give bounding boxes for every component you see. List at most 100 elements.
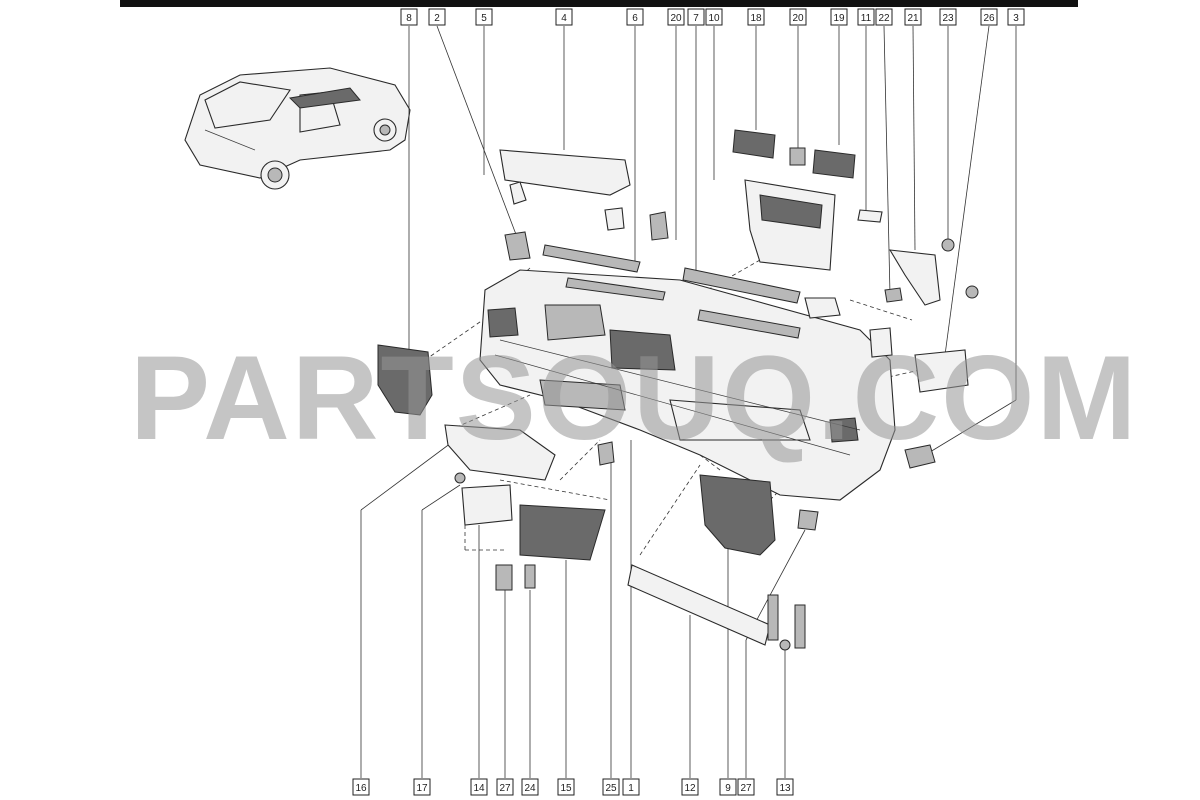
car-thumbnail: [184, 67, 411, 190]
callout-box: [857, 8, 875, 26]
callout-box: [875, 8, 893, 26]
callout-number: 27: [740, 783, 752, 794]
vent-grille-left: [732, 129, 776, 159]
callout-number: 18: [750, 13, 762, 24]
top-cover-part: [499, 149, 631, 196]
callout-bottom-4: 24: [521, 778, 539, 796]
callout-top-1: 2: [428, 8, 446, 26]
callout-number: 20: [792, 13, 804, 24]
callout-box: [830, 8, 848, 26]
callout-number: 10: [708, 13, 720, 24]
callout-number: 13: [779, 783, 791, 794]
callout-top-12: 22: [875, 8, 893, 26]
callout-box: [681, 778, 699, 796]
callout-box: [667, 8, 685, 26]
callout-box: [719, 778, 737, 796]
callout-number: 8: [406, 13, 412, 24]
callout-box: [789, 8, 807, 26]
bracket-part: [888, 249, 941, 306]
grille-panel-part: [519, 504, 606, 561]
callout-number: 6: [632, 13, 638, 24]
callout-box: [1007, 8, 1025, 26]
callout-top-6: 7: [687, 8, 705, 26]
callout-bottom-5: 15: [557, 778, 575, 796]
callout-bottom-7: 1: [622, 778, 640, 796]
callout-box: [776, 778, 794, 796]
callout-bottom-9: 9: [719, 778, 737, 796]
callout-number: 26: [983, 13, 995, 24]
trim-strip-part: [627, 564, 771, 646]
callout-number: 20: [670, 13, 682, 24]
callout-top-15: 26: [980, 8, 998, 26]
callout-top-10: 19: [830, 8, 848, 26]
callout-number: 23: [942, 13, 954, 24]
callout-number: 7: [693, 13, 699, 24]
callout-box: [557, 778, 575, 796]
callout-box: [602, 778, 620, 796]
callout-bottom-2: 14: [470, 778, 488, 796]
callout-number: 16: [355, 783, 367, 794]
top-border-bar: [120, 0, 1078, 7]
callout-number: 14: [473, 783, 485, 794]
callout-top-9: 20: [789, 8, 807, 26]
callout-top-4: 6: [626, 8, 644, 26]
callout-number: 24: [524, 783, 536, 794]
callout-box: [904, 8, 922, 26]
callout-number: 25: [605, 783, 617, 794]
callout-box: [352, 778, 370, 796]
callout-box: [980, 8, 998, 26]
callout-bottom-1: 17: [413, 778, 431, 796]
callout-bottom-8: 12: [681, 778, 699, 796]
callout-bottom-3: 27: [496, 778, 514, 796]
callout-top-8: 18: [747, 8, 765, 26]
callout-number: 15: [560, 783, 572, 794]
callout-number: 4: [561, 13, 567, 24]
callout-number: 12: [684, 783, 696, 794]
callout-box: [475, 8, 493, 26]
callout-bottom-10: 27: [737, 778, 755, 796]
side-panel-right: [914, 349, 969, 393]
callout-box: [413, 778, 431, 796]
callout-box: [705, 8, 723, 26]
callout-top-2: 5: [475, 8, 493, 26]
callout-box: [687, 8, 705, 26]
callout-number: 21: [907, 13, 919, 24]
callout-box: [747, 8, 765, 26]
callout-bottom-0: 16: [352, 778, 370, 796]
callout-box: [521, 778, 539, 796]
lower-tray-part: [444, 424, 556, 481]
bottom-leader-lines: [360, 439, 806, 778]
callout-number: 22: [878, 13, 890, 24]
callout-box: [470, 778, 488, 796]
callout-box: [737, 778, 755, 796]
cover-plate-part: [461, 484, 513, 526]
vent-left-outlet: [377, 344, 433, 416]
component-parts: [377, 129, 979, 651]
vent-center-outlet: [699, 474, 776, 556]
callout-top-0: 8: [400, 8, 418, 26]
callout-top-7: 10: [705, 8, 723, 26]
callout-box: [939, 8, 957, 26]
callout-box: [555, 8, 573, 26]
callout-box: [622, 778, 640, 796]
top-leader-lines: [408, 25, 1017, 456]
callout-number: 17: [416, 783, 428, 794]
callout-bottom-6: 25: [602, 778, 620, 796]
callout-number: 9: [725, 783, 731, 794]
callout-box: [400, 8, 418, 26]
callout-box: [496, 778, 514, 796]
callout-top-16: 3: [1007, 8, 1025, 26]
callout-number: 27: [499, 783, 511, 794]
callout-top-3: 4: [555, 8, 573, 26]
callout-box: [428, 8, 446, 26]
callout-number: 3: [1013, 13, 1019, 24]
vent-strips: [542, 244, 801, 339]
callout-top-13: 21: [904, 8, 922, 26]
callout-number: 5: [481, 13, 487, 24]
callout-top-14: 23: [939, 8, 957, 26]
callout-number: 19: [833, 13, 845, 24]
callout-top-5: 20: [667, 8, 685, 26]
callout-number: 2: [434, 13, 440, 24]
